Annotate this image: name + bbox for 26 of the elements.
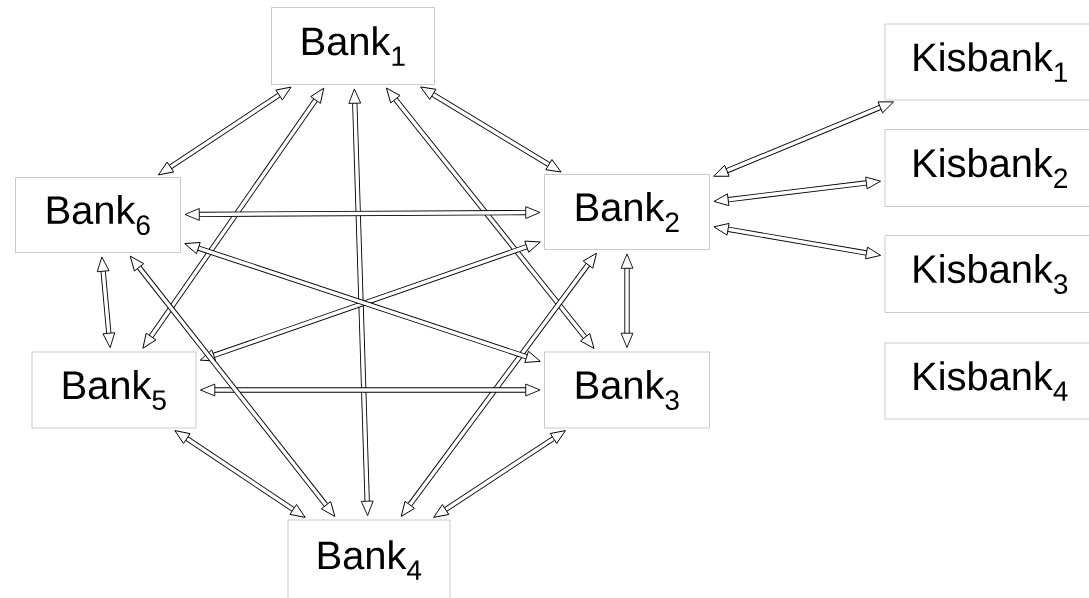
bank-box: Bank$_{6}$: [15, 177, 181, 253]
double-arrow: [713, 176, 881, 207]
bank-box: Kisbank$_{2}$: [884, 129, 1089, 207]
bank-box: Kisbank$_{3}$: [884, 235, 1089, 313]
bank-box: Bank$_{4}$: [287, 519, 451, 598]
bank-box: Bank$_{3}$: [544, 351, 710, 429]
double-arrow: [142, 87, 325, 349]
double-arrow: [174, 430, 306, 518]
double-arrow: [620, 253, 634, 348]
bank-box: Kisbank$_{4}$: [884, 342, 1089, 420]
bank-box: Bank$_{5}$: [31, 351, 197, 429]
double-arrow: [200, 383, 541, 397]
double-arrow: [433, 430, 566, 518]
double-arrow: [158, 86, 292, 176]
double-arrow: [713, 223, 882, 260]
double-arrow: [96, 256, 116, 348]
double-arrow: [184, 206, 541, 221]
bank-box: Bank$_{1}$: [271, 7, 435, 85]
double-arrow: [420, 86, 562, 173]
double-arrow: [129, 255, 336, 517]
double-arrow: [386, 87, 595, 349]
double-arrow: [713, 101, 894, 177]
double-arrow: [400, 252, 597, 517]
bank-box: Kisbank$_{1}$: [884, 23, 1089, 101]
double-arrow: [348, 88, 374, 516]
bank-box: Bank$_{2}$: [544, 174, 710, 250]
